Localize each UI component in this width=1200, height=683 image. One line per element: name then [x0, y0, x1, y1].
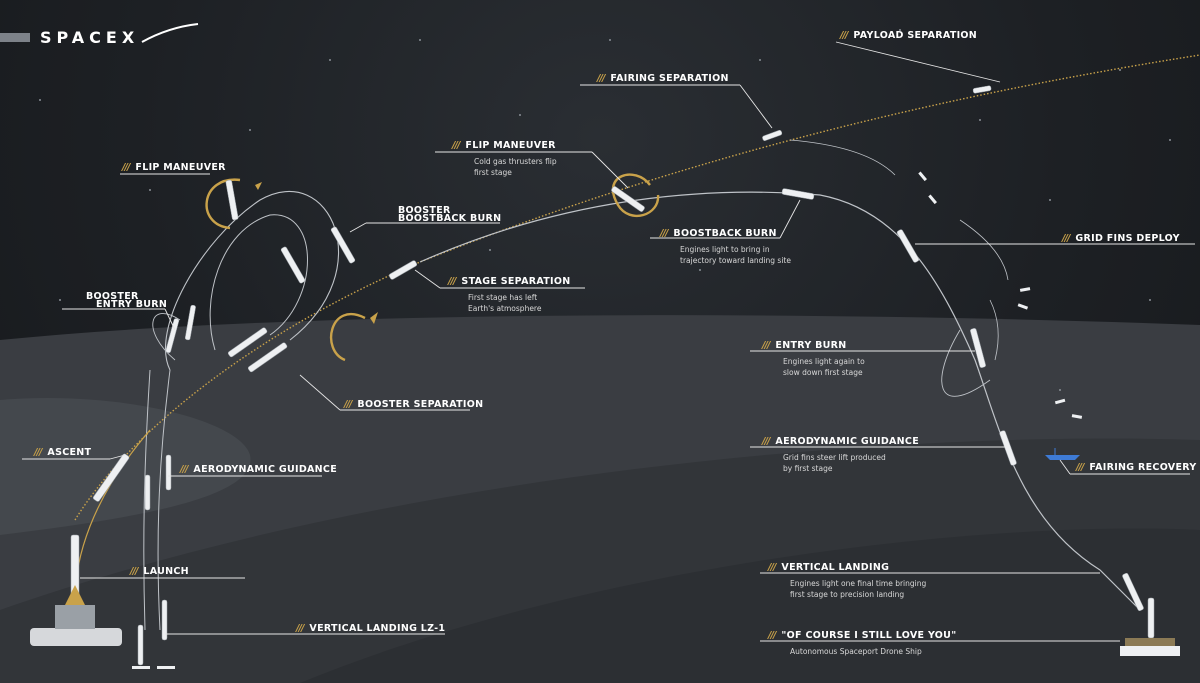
rocket-aero-left-a	[144, 474, 151, 511]
logo-bar	[0, 33, 30, 42]
label-booster-separation: ///BOOSTER SEPARATION	[344, 399, 484, 410]
rocket-lz1-a	[137, 624, 144, 666]
earth-horizon-shade	[0, 398, 251, 535]
rocket-aero-guidance	[999, 430, 1017, 466]
fairing-path-2	[959, 219, 1009, 281]
rocket-stage-sep	[388, 260, 418, 280]
entry-burn-loop-left	[152, 313, 181, 361]
label-flip-maneuver-center: ///FLIP MANEUVER	[452, 140, 556, 151]
entry-burn-loop-right	[941, 329, 991, 397]
label-vertical-landing: ///VERTICAL LANDING	[768, 562, 890, 573]
rocket-fairing-sep	[762, 130, 783, 141]
fairing-recovery-boat	[1045, 455, 1080, 460]
rocket-boostback-right	[781, 188, 815, 200]
side-booster-descent-a	[157, 369, 171, 631]
drone-ship	[1120, 638, 1180, 656]
label-stage-separation: ///STAGE SEPARATION	[448, 276, 571, 287]
earth-lower-band-2	[300, 528, 1200, 683]
desc-drone-ship: Autonomous Spaceport Drone Ship	[790, 647, 922, 656]
label-grid-fins-deploy: ///GRID FINS DEPLOY	[1062, 233, 1180, 244]
rocket-boostback-a	[330, 226, 356, 264]
rocket-flip-left	[225, 179, 239, 221]
label-fairing-separation: ///FAIRING SEPARATION	[597, 73, 729, 84]
fairing-path-1	[789, 139, 896, 176]
side-booster-loop-b	[209, 214, 308, 351]
fairing-pieces	[918, 171, 1083, 419]
side-booster-loop-a	[165, 191, 340, 371]
side-booster-descent-b	[143, 369, 151, 631]
flip-arrow-left	[255, 182, 262, 190]
rocket-booster-sep-a	[227, 327, 268, 358]
label-payload-separation: ///PAYLOAD SEPARATION	[840, 30, 978, 41]
spacex-logo: SPACEX	[40, 28, 140, 47]
rocket-aero-left-b	[165, 454, 172, 491]
rocket-booster-sep-b	[247, 342, 288, 373]
label-drone-ship: ///"OF COURSE I STILL LOVE YOU"	[768, 630, 957, 641]
launch-pad	[30, 585, 122, 646]
label-booster-boostback-2: BOOSTBACK BURN	[398, 213, 502, 224]
leader-lines	[22, 41, 1195, 642]
label-ascent: ///ASCENT	[34, 447, 92, 458]
label-fairing-recovery: ///FAIRING RECOVERY	[1076, 462, 1197, 473]
label-booster-entry-1: BOOSTER	[86, 291, 139, 302]
rocket-ascent	[93, 453, 130, 502]
flip-arc-center	[611, 173, 660, 217]
rocket-entry-left-a	[165, 318, 180, 353]
lz1-pad-b	[157, 666, 175, 669]
rocket-payload	[972, 85, 992, 94]
rockets	[70, 85, 1155, 666]
label-booster-boostback-1: BOOSTER	[398, 205, 451, 216]
flip-arc-booster-sep	[329, 313, 366, 362]
label-flip-maneuver-left: ///FLIP MANEUVER	[122, 162, 226, 173]
rocket-boostback-b	[280, 246, 306, 284]
label-entry-burn: ///ENTRY BURN	[762, 340, 847, 351]
rocket-drone-ship	[1147, 597, 1155, 639]
logo-swoosh	[141, 23, 199, 43]
label-aero-guidance-left: ///AERODYNAMIC GUIDANCE	[180, 464, 337, 475]
label-booster-entry-2: ENTRY BURN	[96, 299, 168, 310]
label-launch: ///LAUNCH	[130, 566, 189, 577]
label-vertical-landing-lz1: ///VERTICAL LANDING LZ-1	[296, 623, 446, 634]
rocket-entry-left-b	[184, 304, 196, 341]
label-boostback-burn: ///BOOSTBACK BURN	[660, 228, 777, 239]
lz1-pad-a	[132, 666, 150, 669]
rocket-lz1-b	[161, 599, 168, 641]
fairing-path-3	[989, 299, 999, 361]
flip-arrow-booster-sep	[370, 312, 378, 324]
rocket-vertical-landing	[1122, 573, 1144, 611]
rocket-flip-center	[611, 186, 645, 212]
label-aero-guidance-right: ///AERODYNAMIC GUIDANCE	[762, 436, 919, 447]
rocket-grid-fins	[896, 229, 920, 263]
stars	[39, 29, 1171, 391]
rocket-entry-burn	[970, 328, 986, 368]
